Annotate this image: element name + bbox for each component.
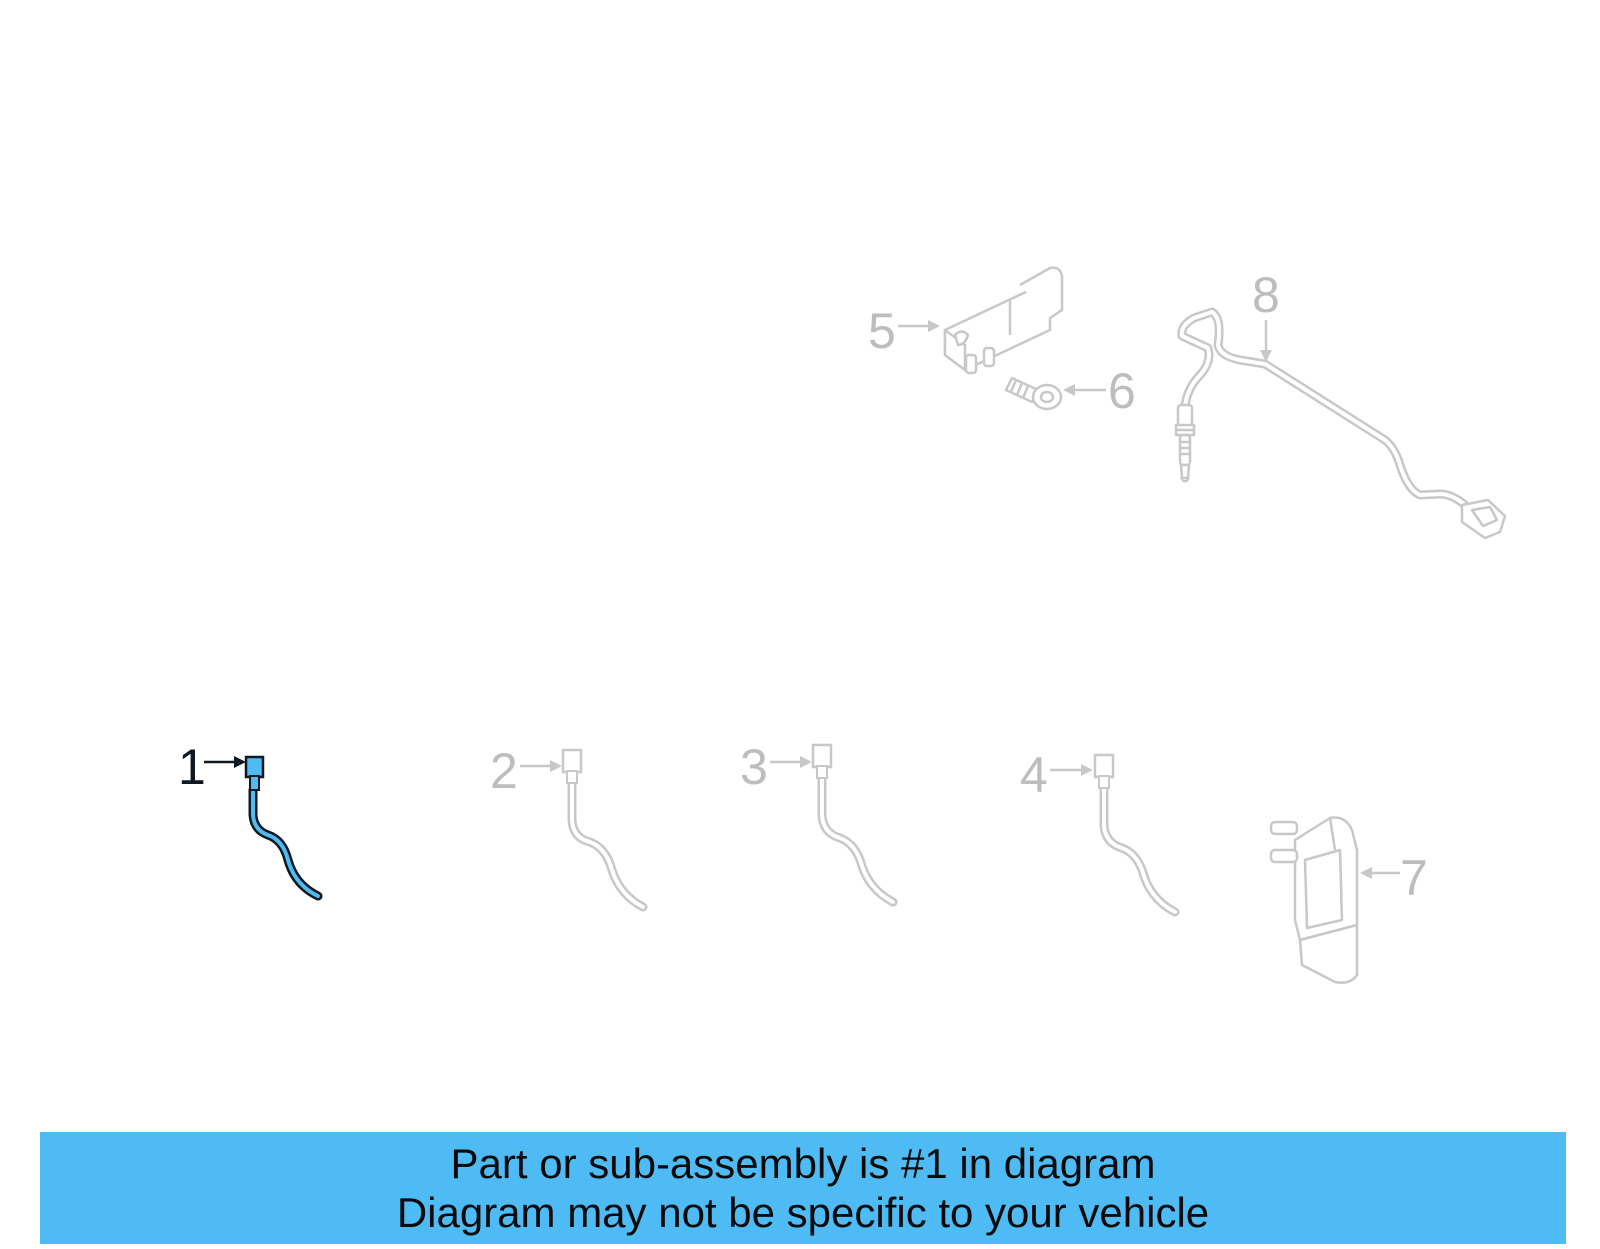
callout-2: 2 xyxy=(490,743,562,799)
callout-8: 8 xyxy=(1252,267,1280,362)
callout-5-number: 5 xyxy=(868,303,896,359)
callout-6: 6 xyxy=(1063,363,1136,419)
part-2-sensor[interactable] xyxy=(561,748,648,912)
info-banner: Part or sub-assembly is #1 in diagram Di… xyxy=(40,1132,1566,1244)
banner-line-part-number: Part or sub-assembly is #1 in diagram xyxy=(450,1140,1156,1187)
banner-line-disclaimer: Diagram may not be specific to your vehi… xyxy=(396,1189,1210,1236)
callout-3: 3 xyxy=(740,739,812,795)
part-8-oxygen-sensor[interactable] xyxy=(1174,307,1507,540)
callout-5: 5 xyxy=(868,303,940,359)
callout-7: 7 xyxy=(1360,850,1428,906)
callout-2-number: 2 xyxy=(490,743,518,799)
part-4-sensor[interactable] xyxy=(1093,753,1180,917)
part-5-pressure-sensor[interactable] xyxy=(943,266,1064,375)
callout-6-number: 6 xyxy=(1108,363,1136,419)
callout-4-number: 4 xyxy=(1020,747,1048,803)
part-3-sensor[interactable] xyxy=(811,743,898,907)
callout-4: 4 xyxy=(1020,747,1093,803)
part-6-bolt[interactable] xyxy=(1004,376,1063,411)
part-7-pressure-sensor[interactable] xyxy=(1269,816,1359,984)
callout-1-number: 1 xyxy=(178,739,206,795)
callout-7-number: 7 xyxy=(1400,850,1428,906)
part-1-sensor[interactable] xyxy=(244,755,323,901)
callout-3-number: 3 xyxy=(740,739,768,795)
callout-8-number: 8 xyxy=(1252,267,1280,323)
callout-1: 1 xyxy=(178,739,246,795)
